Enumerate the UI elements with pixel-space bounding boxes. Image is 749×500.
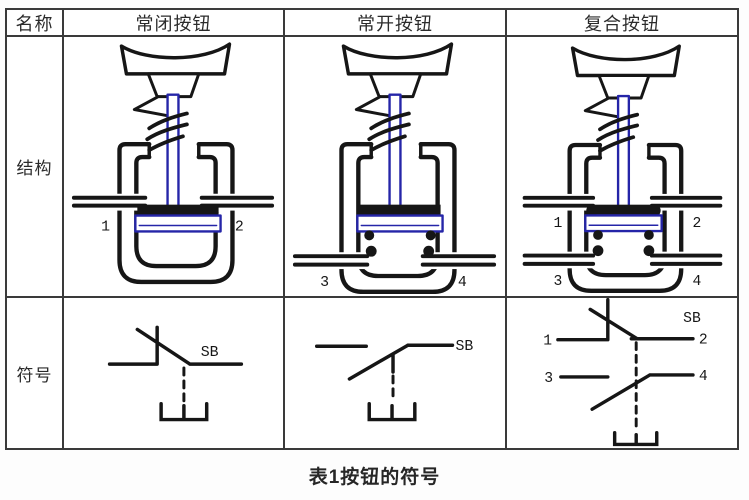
housing: [117, 142, 235, 285]
device-label: SB: [201, 345, 219, 361]
terminal-4-label: 4: [458, 275, 467, 291]
terminals: [287, 245, 504, 270]
structure-nc-cell: 1 2: [64, 37, 285, 298]
push-actuator-icon: [367, 401, 417, 422]
upper-terminals: [516, 193, 730, 211]
row-label-symbol: 符号: [7, 298, 64, 448]
no-structure-diagram: 3 4: [287, 42, 504, 295]
housing: [339, 142, 457, 295]
structure-compound-cell: 1 2 3 4: [507, 37, 737, 298]
nc-contact-lines: [556, 298, 695, 342]
terminal-3-label: 3: [320, 275, 329, 291]
header-no-label: 常开按钮: [357, 13, 433, 34]
header-nc-label: 常闭按钮: [135, 13, 212, 34]
terminal-4-label: 4: [699, 369, 708, 385]
header-no-button: 常开按钮: [285, 10, 507, 37]
row-label-structure: 结构: [7, 37, 64, 298]
no-contact-lines: [314, 343, 455, 381]
return-spring-icon: [596, 112, 640, 153]
terminal-3-label: 3: [544, 371, 553, 387]
button-cap: [570, 43, 681, 118]
symbol-no-cell: SB: [285, 298, 507, 448]
plunger-rod: [616, 94, 631, 209]
header-name: 名称: [7, 10, 64, 37]
terminal-1-label: 1: [543, 334, 552, 350]
terminal-2-label: 2: [235, 219, 244, 235]
button-cap: [119, 42, 232, 117]
structure-no-cell: 3 4: [285, 37, 507, 298]
nc-contact-lines: [107, 325, 244, 366]
terminal-4-label: 4: [692, 273, 701, 289]
terminal-1-label: 1: [101, 219, 110, 235]
symbol-nc-cell: SB: [64, 298, 285, 448]
contact-bridge: [356, 204, 444, 241]
lower-terminals: [516, 244, 730, 268]
push-actuator-icon: [159, 401, 209, 422]
plunger-rod: [388, 93, 402, 209]
button-cap: [341, 42, 454, 117]
no-contact-symbol: SB: [314, 339, 473, 422]
compound-contact-symbol: SB 1 2 3 4: [543, 298, 708, 447]
return-spring-icon: [145, 111, 189, 153]
housing: [567, 142, 684, 293]
plunger-rod: [166, 93, 180, 209]
header-compound-button: 复合按钮: [507, 10, 737, 37]
header-compound-label: 复合按钮: [584, 13, 660, 34]
terminal-3-label: 3: [553, 273, 562, 289]
button-symbol-table: 名称 常闭按钮 常开按钮 复合按钮 结构: [5, 8, 739, 450]
terminal-2-label: 2: [692, 216, 701, 232]
terminal-numbers: 1 2 3 4: [553, 216, 701, 290]
symbol-compound-cell: SB 1 2 3 4: [507, 298, 737, 448]
contact-bridge: [134, 204, 222, 233]
nc-contact-symbol: SB: [107, 325, 244, 422]
return-spring-icon: [367, 111, 411, 153]
device-label: SB: [455, 339, 473, 355]
terminal-1-label: 1: [553, 216, 562, 232]
terminals: [65, 193, 282, 211]
terminal-numbers: 3 4: [320, 275, 467, 291]
header-name-label: 名称: [15, 13, 54, 34]
terminal-numbers: 1 2: [101, 219, 244, 235]
compound-structure-diagram: 1 2 3 4: [516, 43, 730, 293]
header-nc-button: 常闭按钮: [64, 10, 285, 37]
push-actuator-icon: [612, 430, 659, 447]
nc-structure-diagram: 1 2: [65, 42, 282, 285]
contact-bridge: [584, 204, 663, 240]
terminal-2-label: 2: [699, 333, 708, 349]
no-contact-lines: [559, 373, 695, 411]
table-caption: 表1按钮的符号: [308, 467, 441, 488]
device-label: SB: [683, 311, 701, 327]
